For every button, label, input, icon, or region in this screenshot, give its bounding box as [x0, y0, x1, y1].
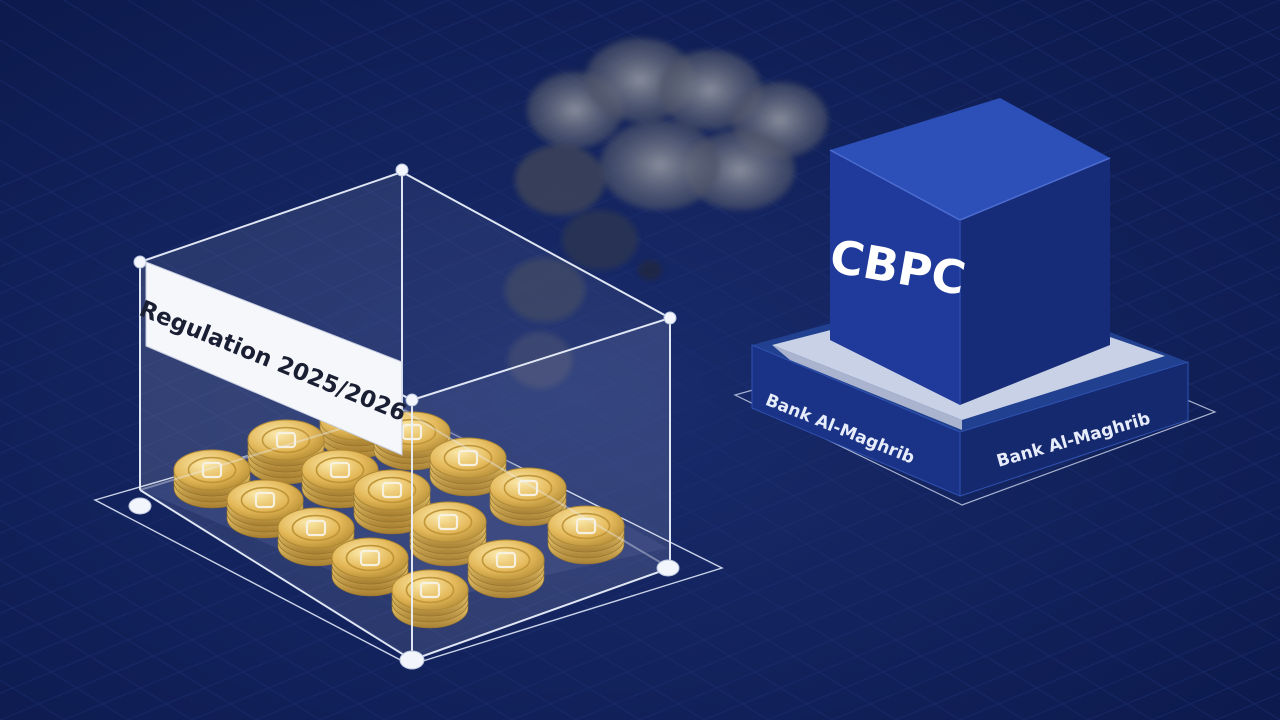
regulation-label-tag: [145, 261, 403, 456]
gold-coin-icon: [489, 467, 567, 527]
gold-coin-icon: [331, 537, 409, 597]
cbpc-cube-icon: [829, 98, 1111, 405]
gold-coin-icon: [467, 539, 545, 599]
smoke-cloud-icon: [505, 38, 828, 388]
gold-coins-group: [173, 399, 625, 629]
gold-coin-icon: [547, 505, 625, 565]
gold-coin-icon: [409, 501, 487, 567]
